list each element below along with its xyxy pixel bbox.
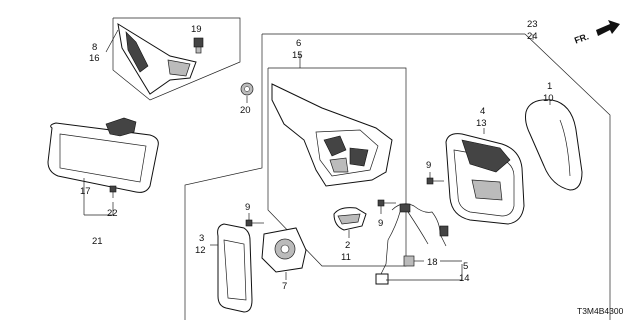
screw-9c-icon [377,199,396,214]
label-11: 11 [341,252,351,263]
garnish-group [112,17,241,101]
rearview-mirror-body [47,122,159,193]
screw-22-icon [109,185,117,198]
assembly-outline [184,33,611,320]
grommet-20-icon [240,82,254,103]
mirror-housing [445,128,525,225]
label-23: 23 [527,19,538,30]
housing-base [271,83,393,187]
label-15: 15 [292,50,303,61]
label-2: 2 [345,240,350,251]
label-17: 17 [80,186,91,197]
label-9-harness: 9 [378,218,383,229]
rearview-mirror [47,117,159,216]
label-3: 3 [199,233,204,244]
label-19: 19 [191,24,202,35]
label-14: 14 [459,273,470,284]
label-16: 16 [89,53,100,64]
label-5: 5 [463,261,468,272]
label-9-housing: 9 [426,160,431,171]
cover-cap [333,207,367,238]
label-7: 7 [282,281,287,292]
actuator [261,227,307,280]
clip-19-icon [193,37,204,54]
diagram-code: T3M4B4300 [577,306,624,316]
screw-9a-icon [245,213,264,227]
leader-lines [105,29,534,262]
label-4: 4 [480,106,485,117]
label-10: 10 [543,93,554,104]
skull-cap [525,99,583,191]
label-22: 22 [107,208,118,219]
label-21: 21 [92,236,103,247]
label-9-actuator: 9 [245,202,250,213]
wire-harness [375,203,463,285]
subassembly-outline [267,67,407,267]
label-18: 18 [427,257,438,268]
label-6: 6 [296,38,301,49]
label-13: 13 [476,118,487,129]
front-direction-arrow-icon [596,20,620,36]
garnish-part [117,22,197,95]
label-20: 20 [240,105,251,116]
label-8: 8 [92,42,97,53]
mirror-glass [210,223,253,313]
garnish-detail [125,31,149,73]
label-12: 12 [195,245,206,256]
rearview-mirror-mount [105,117,137,137]
direction-label: FR. [573,31,590,45]
screw-9b-icon [426,172,444,185]
label-24: 24 [527,31,538,42]
label-1: 1 [547,81,552,92]
